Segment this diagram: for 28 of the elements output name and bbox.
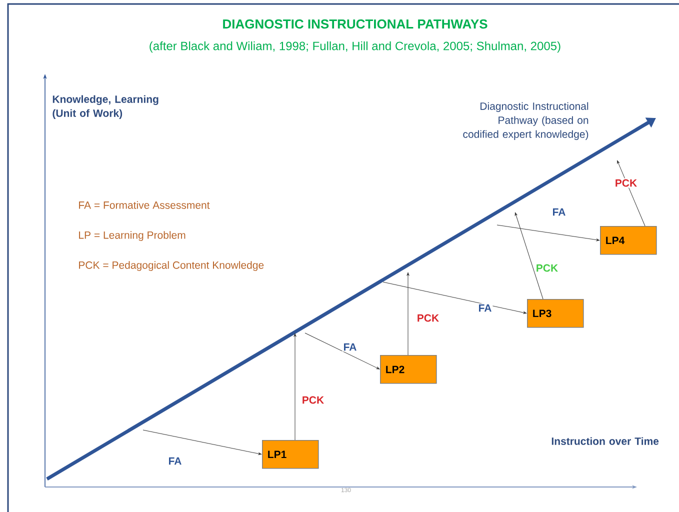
- problem-box: LP3: [527, 299, 584, 328]
- edge-label: FA: [477, 303, 493, 313]
- axis-label: Knowledge, Learning (Unit of Work): [52, 95, 158, 119]
- problem-box: LP4: [600, 226, 657, 255]
- axis-label: Instruction over Time: [552, 437, 659, 445]
- legend-text: FA = Formative Assessment: [79, 201, 210, 209]
- edge-label: PCK: [614, 178, 638, 188]
- title: DIAGNOSTIC INSTRUCTIONAL PATHWAYS: [223, 19, 488, 29]
- arrow: [294, 333, 296, 440]
- arrow: [142, 430, 262, 455]
- legend-text: LP = Learning Problem: [79, 231, 186, 241]
- legend-text: PCK = Pedagogical Content Knowledge: [79, 261, 264, 271]
- arrow: [406, 272, 410, 356]
- edge-label: FA: [551, 207, 567, 217]
- edge-label: PCK: [534, 263, 560, 273]
- pathway-label: Diagnostic Instructional Pathway (based on codified expert knowledge): [463, 102, 588, 140]
- problem-box: LP2: [380, 355, 437, 384]
- arrow: [496, 224, 600, 242]
- arrow: [514, 212, 544, 300]
- edge-label: FA: [167, 456, 183, 466]
- arrow: [617, 160, 646, 226]
- edge-label: FA: [342, 342, 358, 352]
- arrow: [382, 282, 527, 314]
- subtitle: (after Black and Wiliam, 1998; Fullan, Hill and Crevola, 2005; Shulman, 2005): [150, 41, 560, 53]
- problem-box: LP1: [262, 440, 319, 469]
- arrow: [304, 332, 380, 370]
- edge-label: PCK: [416, 313, 440, 323]
- edge-label: PCK: [300, 395, 326, 405]
